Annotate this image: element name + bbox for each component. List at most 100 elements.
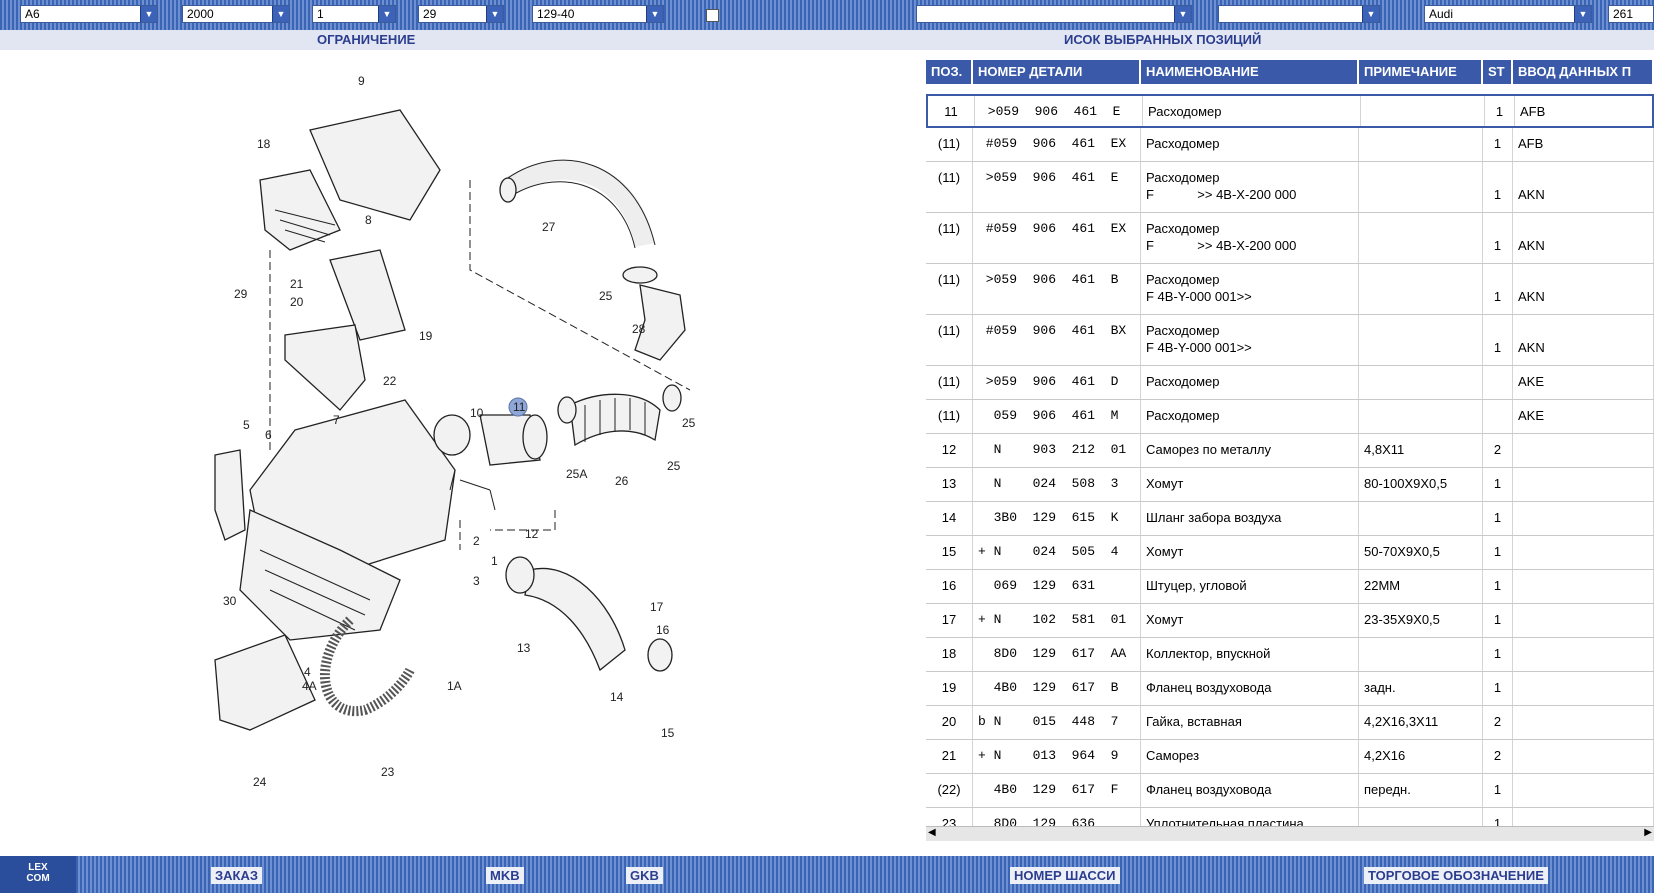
- intake-collector-part[interactable]: [260, 170, 340, 250]
- callout-4a[interactable]: 4A: [302, 679, 317, 693]
- sub-group-select[interactable]: 29 ▼: [418, 5, 504, 23]
- clamp-part[interactable]: [648, 639, 672, 671]
- callout-11[interactable]: 11: [513, 400, 526, 414]
- scroll-right-icon[interactable]: ▶: [1644, 827, 1652, 838]
- seal-ring-part[interactable]: [434, 415, 470, 455]
- callout-30[interactable]: 30: [223, 594, 237, 608]
- callout-13[interactable]: 13: [517, 641, 531, 655]
- callout-7[interactable]: 7: [333, 413, 340, 427]
- illustration-select[interactable]: 129-40 ▼: [532, 5, 664, 23]
- callout-14[interactable]: 14: [610, 690, 624, 704]
- table-row[interactable]: (11) >059 906 461 BРасходомер F 4B-Y-000…: [926, 264, 1654, 315]
- horizontal-scrollbar[interactable]: ◀ ▶: [926, 826, 1654, 841]
- callout-27[interactable]: 27: [542, 220, 556, 234]
- callout-23[interactable]: 23: [381, 765, 395, 779]
- callout-16[interactable]: 16: [656, 623, 670, 637]
- callout-3[interactable]: 3: [473, 574, 480, 588]
- callout-28[interactable]: 28: [632, 322, 646, 336]
- table-row[interactable]: 13 N 024 508 3Хомут80-100X9X0,51: [926, 468, 1654, 502]
- clamp-part[interactable]: [506, 557, 534, 593]
- col-header-data-entry[interactable]: ВВОД ДАННЫХ П: [1513, 60, 1654, 84]
- table-row[interactable]: (11) #059 906 461 EXРасходомер1AFB: [926, 128, 1654, 162]
- model-select[interactable]: A6 ▼: [20, 5, 158, 23]
- chevron-down-icon[interactable]: ▼: [1362, 6, 1379, 22]
- table-row[interactable]: (11) >059 906 461 EРасходомер F >> 4B-X-…: [926, 162, 1654, 213]
- col-header-note[interactable]: ПРИМЕЧАНИЕ: [1359, 60, 1483, 84]
- callout-1a[interactable]: 1A: [447, 679, 462, 693]
- option-checkbox[interactable]: [706, 9, 719, 22]
- flange-front-part[interactable]: [285, 325, 365, 410]
- col-header-name[interactable]: НАИМЕНОВАНИЕ: [1141, 60, 1359, 84]
- callout-25-lower[interactable]: 25: [667, 459, 681, 473]
- intake-duct-part[interactable]: [215, 635, 315, 730]
- callout-17[interactable]: 17: [650, 600, 664, 614]
- scroll-left-icon[interactable]: ◀: [928, 827, 936, 838]
- table-row[interactable]: 20b N 015 448 7Гайка, вставная4,2X16,3X1…: [926, 706, 1654, 740]
- table-row[interactable]: 14 3B0 129 615 KШланг забора воздуха1: [926, 502, 1654, 536]
- air-guide-part[interactable]: [310, 110, 440, 220]
- callout-4[interactable]: 4: [304, 665, 311, 679]
- table-row[interactable]: (22) 4B0 129 617 FФланец воздуховодапере…: [926, 774, 1654, 808]
- bracket-part[interactable]: [215, 450, 245, 540]
- chevron-down-icon[interactable]: ▼: [378, 6, 395, 22]
- callout-29[interactable]: 29: [234, 287, 248, 301]
- callout-25-upper[interactable]: 25: [682, 416, 696, 430]
- callout-19[interactable]: 19: [419, 329, 433, 343]
- table-row[interactable]: 15+ N 024 505 4Хомут50-70X9X0,51: [926, 536, 1654, 570]
- filter-select-2[interactable]: ▼: [1218, 5, 1380, 23]
- callout-22[interactable]: 22: [383, 374, 397, 388]
- callout-9[interactable]: 9: [358, 74, 365, 88]
- clamp-part[interactable]: [558, 397, 576, 423]
- table-row[interactable]: (11) 059 906 461 MРасходомерAKE: [926, 400, 1654, 434]
- table-row[interactable]: 17+ N 102 581 01Хомут23-35X9X0,51: [926, 604, 1654, 638]
- table-row[interactable]: (11) #059 906 461 BXРасходомер F 4B-Y-00…: [926, 315, 1654, 366]
- clamp-part[interactable]: [663, 385, 681, 411]
- year-select[interactable]: 2000 ▼: [182, 5, 290, 23]
- main-group-select[interactable]: 1 ▼: [312, 5, 396, 23]
- callout-25-top[interactable]: 25: [599, 289, 613, 303]
- table-row[interactable]: 18 8D0 129 617 AAКоллектор, впускной1: [926, 638, 1654, 672]
- col-header-pos[interactable]: ПОЗ.: [926, 60, 973, 84]
- trade-designation-button[interactable]: ТОРГОВОЕ ОБОЗНАЧЕНИЕ: [1364, 867, 1548, 884]
- callout-6[interactable]: 6: [265, 428, 272, 442]
- brand-select[interactable]: Audi ▼: [1424, 5, 1592, 23]
- callout-15[interactable]: 15: [661, 726, 675, 740]
- callout-12[interactable]: 12: [525, 527, 539, 541]
- table-row[interactable]: 16 069 129 631Штуцер, угловой22MM1: [926, 570, 1654, 604]
- chevron-down-icon[interactable]: ▼: [486, 6, 503, 22]
- table-row[interactable]: (11) #059 906 461 EXРасходомер F >> 4B-X…: [926, 213, 1654, 264]
- filter-select-1[interactable]: ▼: [916, 5, 1192, 23]
- order-button[interactable]: ЗАКАЗ: [211, 867, 262, 884]
- mkb-button[interactable]: MKB: [486, 867, 524, 884]
- callout-20[interactable]: 20: [290, 295, 304, 309]
- cell-st: 1: [1483, 536, 1513, 569]
- page-number-field[interactable]: 261: [1608, 5, 1654, 23]
- col-header-part-number[interactable]: НОМЕР ДЕТАЛИ: [973, 60, 1141, 84]
- callout-1[interactable]: 1: [491, 554, 498, 568]
- callout-24[interactable]: 24: [253, 775, 267, 789]
- callout-2[interactable]: 2: [473, 534, 480, 548]
- restriction-title[interactable]: ОГРАНИЧЕНИЕ: [317, 32, 415, 47]
- table-row[interactable]: 12 N 903 212 01Саморез по металлу4,8X112: [926, 434, 1654, 468]
- chevron-down-icon[interactable]: ▼: [272, 6, 289, 22]
- air-intake-hose-part[interactable]: [525, 568, 625, 670]
- chevron-down-icon[interactable]: ▼: [1174, 6, 1191, 22]
- callout-18[interactable]: 18: [257, 137, 271, 151]
- clamp-part[interactable]: [623, 267, 657, 283]
- chevron-down-icon[interactable]: ▼: [1574, 6, 1591, 22]
- chevron-down-icon[interactable]: ▼: [140, 6, 157, 22]
- chevron-down-icon[interactable]: ▼: [646, 6, 663, 22]
- table-row[interactable]: (11) >059 906 461 DРасходомерAKE: [926, 366, 1654, 400]
- table-row[interactable]: 11 >059 906 461 EРасходомер1AFB: [926, 94, 1654, 128]
- callout-5[interactable]: 5: [243, 418, 250, 432]
- table-row[interactable]: 21+ N 013 964 9Саморез4,2X162: [926, 740, 1654, 774]
- callout-26[interactable]: 26: [615, 474, 629, 488]
- table-row[interactable]: 19 4B0 129 617 BФланец воздуховодазадн.1: [926, 672, 1654, 706]
- callout-21[interactable]: 21: [290, 277, 304, 291]
- callout-25a[interactable]: 25A: [566, 467, 587, 481]
- callout-10[interactable]: 10: [470, 406, 484, 420]
- chassis-number-button[interactable]: НОМЕР ШАССИ: [1010, 867, 1120, 884]
- callout-8[interactable]: 8: [365, 213, 372, 227]
- gkb-button[interactable]: GKB: [626, 867, 663, 884]
- col-header-st[interactable]: ST: [1483, 60, 1513, 84]
